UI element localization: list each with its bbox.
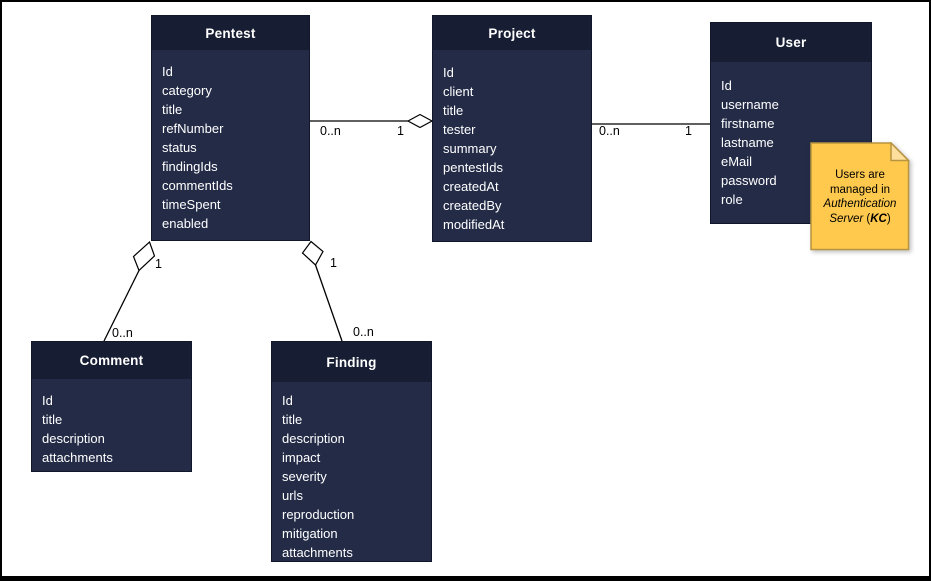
entity-field: findingIds (162, 159, 218, 174)
entity-field: enabled (162, 216, 209, 231)
entity-field: title (443, 103, 464, 118)
entity-field: username (721, 97, 779, 112)
entity-field: attachments (42, 450, 113, 465)
entity-field: password (721, 173, 777, 188)
entity-project[interactable]: Project Id client title tester summary pentes… (432, 15, 592, 242)
entity-field: title (42, 412, 63, 427)
entity-field: pentestIds (443, 160, 503, 175)
multiplicity-label: 1 (685, 124, 692, 138)
entity-field: reproduction (282, 507, 355, 522)
note-text-kc: KC (870, 212, 887, 225)
entity-field: createdBy (443, 198, 502, 213)
entity-field: Id (443, 65, 454, 80)
entity-field: commentIds (162, 178, 233, 193)
entity-field: mitigation (282, 526, 338, 541)
entity-project-fields: Id client title tester summary pentestIds crea… (433, 50, 591, 234)
entity-field: Id (162, 64, 173, 79)
entity-field: Id (721, 78, 732, 93)
note-text-italic: Authentication Server (823, 198, 897, 225)
multiplicity-label: 0..n (353, 325, 374, 339)
entity-field: summary (443, 141, 497, 156)
multiplicity-label: 0..n (320, 124, 341, 138)
multiplicity-label: 0..n (599, 124, 620, 138)
entity-field: status (162, 140, 197, 155)
multiplicity-label: 1 (330, 256, 337, 270)
connection-pentest-comment-line[interactable] (103, 270, 140, 342)
entity-field: impact (282, 450, 321, 465)
multiplicity-label: 1 (397, 124, 404, 138)
aggregation-diamond-project (406, 113, 434, 129)
entity-pentest-title[interactable]: Pentest (152, 16, 309, 50)
entity-user-fields: Id username firstname lastname eMail password… (711, 62, 871, 209)
entity-comment[interactable]: Comment Id title description attachments (31, 341, 192, 472)
entity-field: description (282, 431, 345, 446)
aggregation-diamond-pentest-finding (301, 240, 324, 266)
entity-field: description (42, 431, 105, 446)
entity-field: Id (282, 393, 293, 408)
entity-pentest[interactable]: Pentest Id category title refNumber status fi… (151, 15, 310, 241)
entity-field: severity (282, 469, 327, 484)
entity-finding[interactable]: Finding Id title description impact severity… (271, 341, 432, 562)
entity-field: modifiedAt (443, 217, 505, 232)
aggregation-diamond-pentest-comment (132, 240, 156, 272)
multiplicity-label: 0..n (112, 326, 133, 340)
connection-pentest-finding-line[interactable] (314, 264, 343, 342)
note-paren-close: ) (886, 212, 891, 225)
multiplicity-label: 1 (155, 257, 162, 271)
sticky-note-shape (810, 142, 910, 251)
entity-finding-fields: Id title description impact severity urls repr… (272, 382, 431, 562)
entity-field: Id (42, 393, 53, 408)
entity-field: client (443, 84, 474, 99)
entity-finding-title[interactable]: Finding (272, 342, 431, 382)
note-fold-corner (890, 142, 910, 162)
entity-field: category (162, 83, 212, 98)
note-text-regular: Users are managed in (829, 169, 891, 196)
entity-field: title (282, 412, 303, 427)
entity-field: urls (282, 488, 303, 503)
entity-pentest-fields: Id category title refNumber status findingIds… (152, 50, 309, 233)
entity-field: createdAt (443, 179, 499, 194)
sticky-note[interactable]: Users are managed in Authentication Serv… (810, 142, 910, 251)
note-paren-open: ( (863, 212, 871, 225)
entity-field: tester (443, 122, 476, 137)
entity-comment-title[interactable]: Comment (32, 342, 191, 379)
entity-field: title (162, 102, 183, 117)
entity-field: lastname (721, 135, 774, 150)
entity-field: refNumber (162, 121, 224, 136)
entity-field: firstname (721, 116, 775, 131)
entity-project-title[interactable]: Project (433, 16, 591, 50)
entity-comment-fields: Id title description attachments (32, 379, 191, 467)
entity-user-title[interactable]: User (711, 23, 871, 62)
sticky-note-text: Users are managed in Authentication Serv… (814, 168, 906, 226)
entity-field: timeSpent (162, 197, 221, 212)
entity-field: role (721, 192, 743, 207)
entity-field: attachments (282, 545, 353, 560)
entity-field: eMail (721, 154, 753, 169)
